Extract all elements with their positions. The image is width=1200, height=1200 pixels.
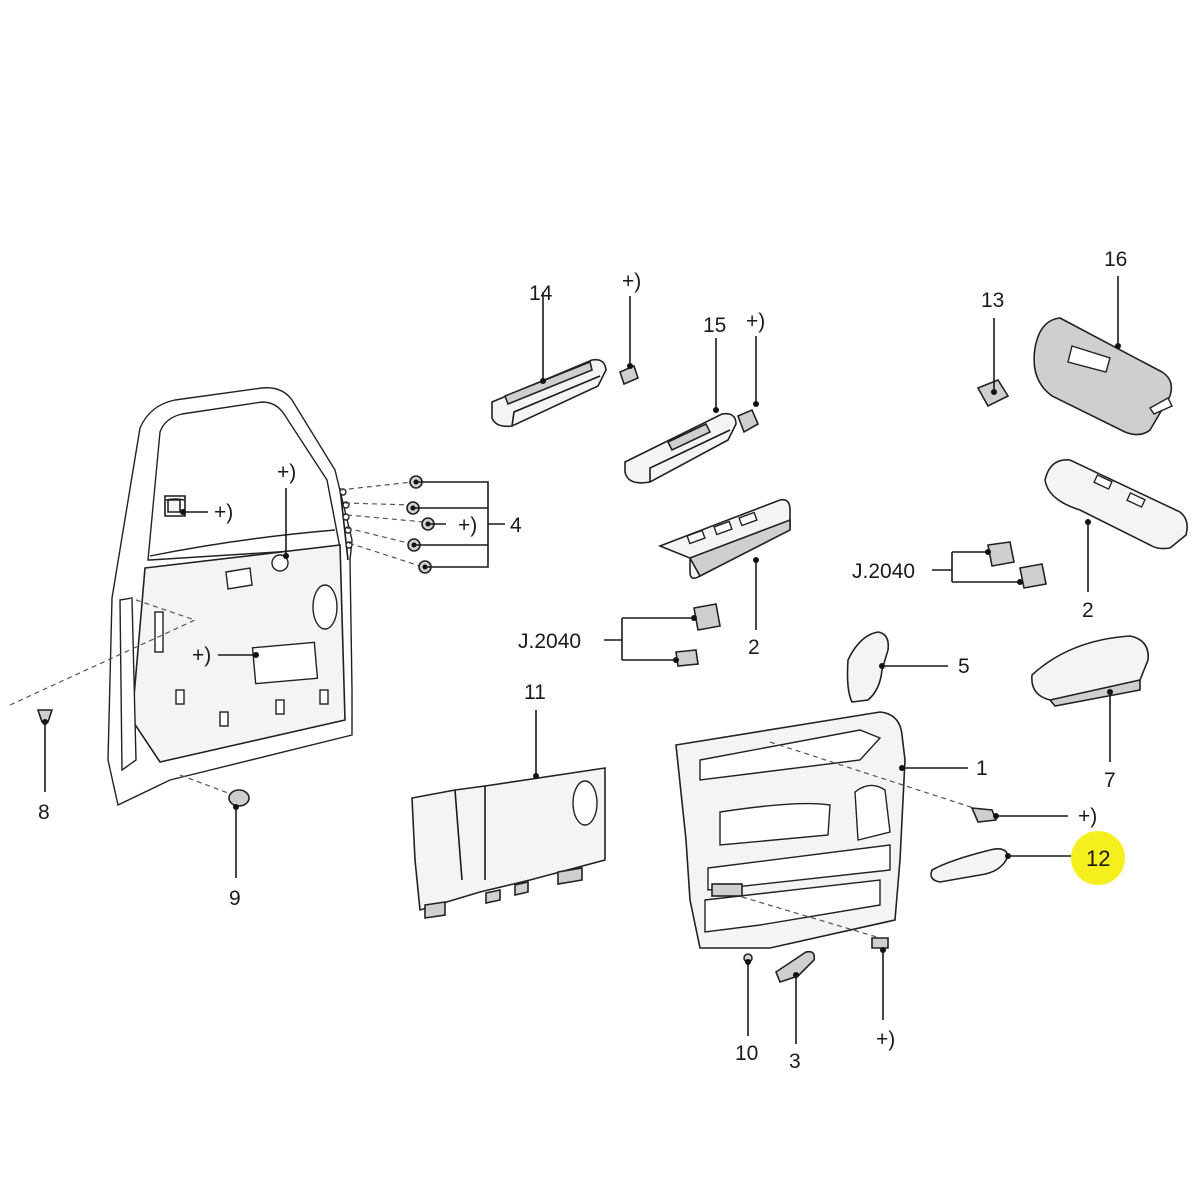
part-7-armrest	[1031, 635, 1149, 762]
callout-13: 13	[981, 289, 1004, 312]
callout-7: 7	[1104, 769, 1116, 792]
door-pin	[167, 499, 208, 515]
plus-door-pin: +)	[214, 501, 233, 524]
part-5-trim-piece	[846, 631, 948, 703]
plus-part-15: +)	[746, 310, 765, 333]
part-16-bezel	[1033, 276, 1173, 436]
door-top-dot	[283, 553, 289, 559]
plus-clips: +)	[458, 514, 477, 537]
part-1-screw-right	[970, 807, 1068, 823]
part-2-bezel-right	[1044, 459, 1188, 592]
callout-11: 11	[524, 681, 546, 704]
plus-door-panel: +)	[192, 644, 211, 667]
callout-2-right: 2	[1082, 599, 1094, 622]
part-9-grommet	[228, 789, 250, 878]
plus-screw-bottom: +)	[876, 1028, 895, 1051]
callout-2-middle: 2	[748, 636, 760, 659]
callout-9: 9	[229, 887, 241, 910]
callout-15: 15	[703, 314, 726, 337]
clip-group-4	[406, 475, 505, 574]
part-2-bezel-middle	[657, 498, 791, 630]
part-1-door-trim	[675, 711, 981, 949]
part-12-grip	[930, 848, 1078, 883]
part-14-switch-module	[491, 292, 607, 428]
part-8-clip	[36, 709, 54, 792]
callout-14: 14	[529, 282, 553, 305]
part-15-connector	[736, 336, 760, 434]
callout-4: 4	[510, 514, 522, 537]
callout-10: 10	[735, 1042, 758, 1065]
callout-1: 1	[976, 757, 988, 780]
part-11-insulator	[411, 710, 606, 919]
callout-12-highlight	[1071, 831, 1125, 885]
callout-j2040-middle: J.2040	[518, 630, 581, 653]
plus-screw-right: +)	[1078, 805, 1097, 828]
plus-part-14: +)	[622, 270, 641, 293]
part-10-clip	[743, 953, 753, 1036]
part-14-connector	[619, 296, 639, 386]
callout-8: 8	[38, 801, 50, 824]
part-1-screw-bottom	[871, 937, 889, 1020]
door-panel-dot	[253, 652, 259, 658]
callout-3: 3	[789, 1050, 801, 1073]
callout-16: 16	[1104, 248, 1127, 271]
callout-12: 12	[1086, 846, 1110, 871]
plus-door-top: +)	[277, 461, 296, 484]
j2040-middle-switches	[604, 603, 721, 667]
door-shell	[9, 387, 425, 807]
callout-5: 5	[958, 655, 970, 678]
callout-j2040-right: J.2040	[852, 560, 915, 583]
j2040-right-switches	[932, 541, 1047, 589]
part-3-pull-cup	[775, 950, 816, 1044]
part-15-switch-module	[624, 338, 737, 484]
part-13-clip	[976, 318, 1010, 408]
